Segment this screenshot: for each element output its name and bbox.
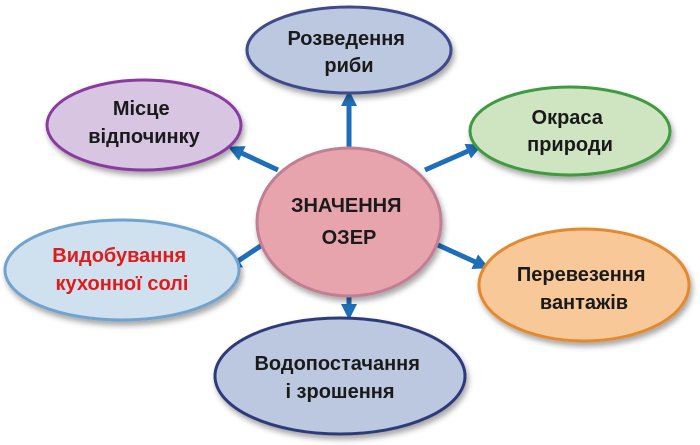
node-line-2: природи [527,134,613,156]
node-label: Видобування кухонної солі [52,245,191,295]
node-ellipse [45,78,243,172]
node-label: Водопостачання і зрошення [254,353,425,403]
center-line-1: ЗНАЧЕННЯ [291,195,402,217]
node-ellipse [477,227,691,343]
node-ellipse [3,218,241,322]
node-label: Розведення риби [287,28,410,77]
node-fish-farming: Розведення риби [245,5,453,95]
node-line-1: Видобування [52,245,186,267]
center-line-2: ОЗЕР [322,227,377,249]
node-water-supply: Водопостачання і зрошення [213,316,467,436]
node-label: Окраса природи [527,107,613,156]
center-label: ЗНАЧЕННЯ ОЗЕР [291,195,407,249]
node-line-2: вантажів [540,292,628,314]
node-cargo-transport: Перевезення вантажів [477,227,691,343]
arrow-to-cargo-transport [436,242,490,269]
node-line-1: Місце [113,98,170,120]
node-ellipse [468,85,672,177]
node-line-2: відпочинку [88,126,200,148]
node-line-2: кухонної солі [56,273,189,295]
node-line-1: Окраса [532,107,604,129]
node-line-2: і зрошення [285,381,394,403]
node-line-2: риби [324,55,373,77]
node-line-1: Перевезення [517,264,646,286]
arrows [225,89,490,321]
center-ellipse [255,146,443,298]
arrow-to-nature-decoration [423,143,483,173]
arrow-to-recreation-place [227,146,280,173]
node-label: Перевезення вантажів [517,264,651,314]
node-line-1: Водопостачання [254,353,419,375]
node-ellipse [213,316,467,436]
node-nature-decoration: Окраса природи [468,85,672,177]
node-line-1: Розведення [287,28,405,50]
node-ellipse [245,5,453,95]
node-label: Місце відпочинку [88,98,200,148]
node-recreation-place: Місце відпочинку [45,78,243,172]
node-salt-mining: Видобування кухонної солі [3,218,241,322]
center-node: ЗНАЧЕННЯ ОЗЕР [255,146,443,298]
